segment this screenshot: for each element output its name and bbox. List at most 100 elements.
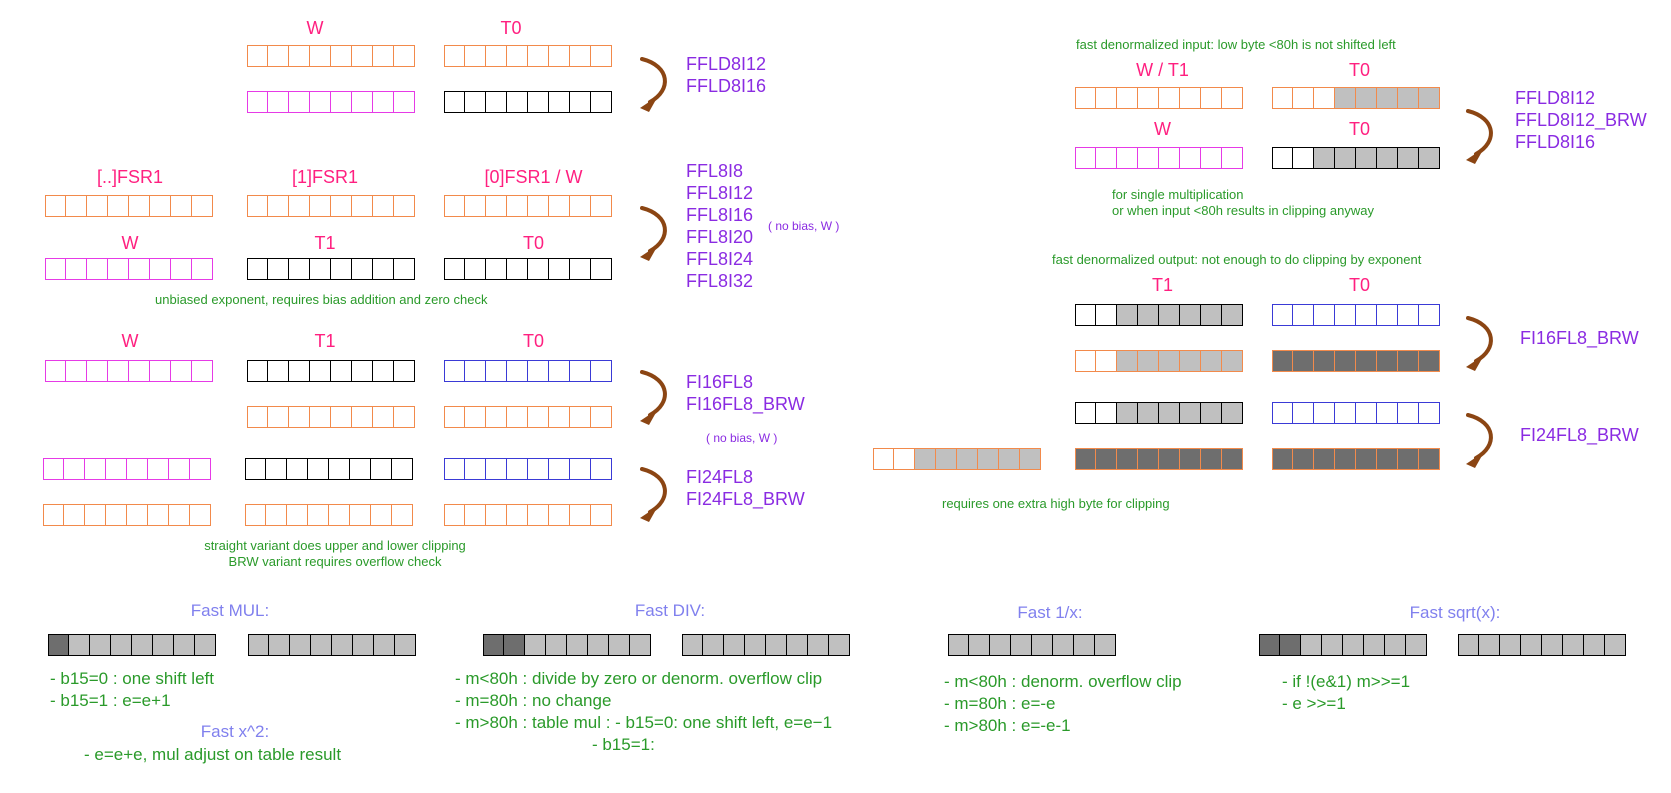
bit-cell: [1117, 147, 1138, 169]
bit-cell: [1335, 147, 1356, 169]
register-byte: [1458, 634, 1626, 656]
register-byte: [444, 45, 612, 67]
register-byte: [1272, 304, 1440, 326]
title-fast-reciprocal: Fast 1/x:: [1017, 603, 1083, 622]
label-t0: T0: [1348, 60, 1370, 80]
bit-cell: [374, 634, 395, 656]
bit-cell: [373, 258, 394, 280]
bit-cell: [486, 360, 507, 382]
bit-cell: [127, 504, 148, 526]
label-t0: T0: [522, 331, 544, 351]
label-t0: T0: [522, 233, 544, 253]
bit-cell: [591, 458, 612, 480]
label-t0: T0: [500, 18, 522, 38]
bit-cell: [1075, 448, 1096, 470]
bit-cell: [1419, 402, 1440, 424]
bit-cell: [394, 45, 415, 67]
bit-cell: [87, 195, 108, 217]
bit-cell: [329, 458, 350, 480]
bit-cell: [1500, 634, 1521, 656]
bit-cell: [373, 360, 394, 382]
bit-cell: [392, 458, 413, 480]
bit-cell: [331, 45, 352, 67]
bit-cell: [350, 458, 371, 480]
bit-cell: [808, 634, 829, 656]
bit-cell: [1180, 87, 1201, 109]
bit-cell: [268, 360, 289, 382]
bit-cell: [1272, 87, 1293, 109]
title-fast-sqrt: Fast sqrt(x):: [1409, 603, 1501, 622]
bit-cell: [1075, 350, 1096, 372]
notes-fast-div: - m<80h : divide by zero or denorm. over…: [455, 669, 833, 754]
bit-cell: [247, 195, 268, 217]
register-byte: [444, 91, 612, 113]
label-t1: T1: [314, 331, 336, 351]
notes-fast-reciprocal: - m<80h : denorm. overflow clip - m=80h …: [944, 672, 1182, 735]
bit-cell: [289, 406, 310, 428]
bit-cell: [465, 360, 486, 382]
register-byte: [1272, 147, 1440, 169]
bit-cell: [331, 406, 352, 428]
bit-cell: [1159, 402, 1180, 424]
bit-cell: [268, 406, 289, 428]
bit-cell: [1222, 350, 1243, 372]
bit-cell: [1180, 147, 1201, 169]
bit-cell: [150, 360, 171, 382]
bit-cell: [528, 45, 549, 67]
bit-cell: [1280, 634, 1301, 656]
bit-cell: [1356, 350, 1377, 372]
bit-cell: [1335, 448, 1356, 470]
register-byte: [247, 360, 415, 382]
bit-cell: [528, 195, 549, 217]
bit-cell: [486, 406, 507, 428]
bit-cell: [549, 458, 570, 480]
bit-cell: [1222, 304, 1243, 326]
bit-cell: [444, 45, 465, 67]
label-t0: T0: [1348, 119, 1370, 139]
bit-cell: [483, 634, 504, 656]
label-fsr1-low: [0]FSR1 / W: [484, 167, 583, 187]
bit-cell: [1356, 402, 1377, 424]
bit-cell: [1222, 147, 1243, 169]
bit-cell: [108, 195, 129, 217]
bit-cell: [486, 258, 507, 280]
bit-cell: [48, 634, 69, 656]
function-fi16-brw: FI16FL8_BRW: [1520, 328, 1639, 348]
bit-cell: [350, 504, 371, 526]
bit-cell: [546, 634, 567, 656]
bit-cell: [1272, 350, 1293, 372]
bit-cell: [247, 258, 268, 280]
bit-cell: [174, 634, 195, 656]
bit-cell: [331, 195, 352, 217]
bit-cell: [1356, 147, 1377, 169]
bit-cell: [549, 91, 570, 113]
bit-cell: [1563, 634, 1584, 656]
bit-cell: [192, 258, 213, 280]
bit-cell: [630, 634, 651, 656]
bit-cell: [106, 504, 127, 526]
label-t0: T0: [1348, 275, 1370, 295]
bit-cell: [1272, 147, 1293, 169]
bit-cell: [570, 91, 591, 113]
bit-cell: [148, 458, 169, 480]
bit-cell: [395, 634, 416, 656]
bit-cell: [289, 45, 310, 67]
bit-cell: [290, 634, 311, 656]
bit-cell: [766, 634, 787, 656]
bit-cell: [153, 634, 174, 656]
bit-cell: [132, 634, 153, 656]
register-byte: [245, 458, 413, 480]
bit-cell: [570, 504, 591, 526]
bit-cell: [1159, 350, 1180, 372]
bit-cell: [1479, 634, 1500, 656]
label-t1: T1: [314, 233, 336, 253]
bit-cell: [1259, 634, 1280, 656]
bit-cell: [87, 258, 108, 280]
bit-cell: [990, 634, 1011, 656]
bit-cell: [570, 258, 591, 280]
function-list-ffld: FFLD8I12 FFLD8I16: [686, 54, 767, 96]
register-byte: [1075, 304, 1243, 326]
bit-cell: [248, 634, 269, 656]
bit-cell: [1095, 634, 1116, 656]
bit-cell: [1293, 402, 1314, 424]
